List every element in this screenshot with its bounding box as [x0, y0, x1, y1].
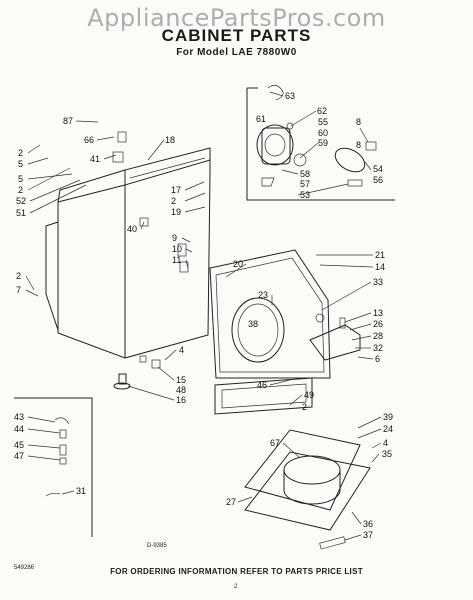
callout-55: 55 [318, 117, 328, 127]
callout-66: 66 [84, 135, 94, 145]
callout-43: 43 [14, 412, 24, 422]
page-number: 2 [234, 584, 238, 590]
callout-8: 8 [356, 117, 361, 127]
callout-51: 51 [16, 208, 26, 218]
document-stamp: 549286 [14, 565, 35, 571]
callout-20: 20 [233, 259, 243, 269]
callout-44: 44 [14, 424, 24, 434]
callout-10: 10 [172, 244, 182, 254]
door-hinge-bracket [309, 313, 361, 361]
callout-49: 49 [304, 390, 314, 400]
callout-27: 27 [226, 497, 236, 507]
callout-16: 16 [176, 395, 186, 405]
hose-inset [14, 397, 93, 537]
callout-5: 5 [18, 174, 23, 184]
callout-17: 17 [171, 185, 181, 195]
callout-60: 60 [318, 128, 328, 138]
callout-18: 18 [165, 135, 175, 145]
callout-8: 8 [356, 140, 361, 150]
callout-62: 62 [317, 106, 327, 116]
leader-lines [25, 91, 382, 541]
ordering-info-footer: FOR ORDERING INFORMATION REFER TO PARTS … [110, 567, 363, 576]
callout-54: 54 [373, 164, 383, 174]
callout-13: 13 [373, 308, 383, 318]
watermark: AppliancePartsPros.com [87, 4, 386, 32]
callout-56: 56 [373, 175, 383, 185]
callout-57: 57 [300, 179, 310, 189]
base-drawer-assembly [244, 429, 371, 550]
callout-87: 87 [63, 116, 73, 126]
callout-11: 11 [172, 255, 181, 265]
callout-2: 2 [302, 402, 307, 412]
callout-40: 40 [127, 224, 137, 234]
callout-24: 24 [383, 424, 393, 434]
callout-5: 5 [18, 159, 23, 169]
callout-67: 67 [270, 438, 280, 448]
callout-36: 36 [363, 519, 373, 529]
callout-37: 37 [363, 530, 373, 540]
callout-35: 35 [382, 449, 392, 459]
model-subtitle: For Model LAE 7880W0 [176, 47, 297, 58]
callout-2: 2 [18, 185, 23, 195]
callout-38: 38 [248, 319, 258, 329]
callout-32: 32 [373, 343, 383, 353]
callout-61: 61 [256, 114, 266, 124]
callout-39: 39 [383, 412, 393, 422]
callout-45: 45 [14, 440, 24, 450]
callout-46: 46 [257, 380, 267, 390]
callout-47: 47 [14, 451, 24, 461]
callout-4: 4 [383, 438, 388, 448]
callout-31: 31 [76, 486, 86, 496]
callout-41: 41 [90, 154, 100, 164]
callout-63: 63 [285, 91, 295, 101]
callout-53: 53 [300, 190, 310, 200]
callout-23: 23 [258, 290, 268, 300]
callout-15: 15 [176, 375, 186, 385]
callout-26: 26 [373, 319, 383, 329]
callout-7: 7 [16, 285, 21, 295]
figure-number: D-9385 [147, 543, 167, 549]
cabinet-body [45, 131, 211, 390]
front-panel [209, 249, 331, 415]
motor-inset [246, 85, 395, 201]
callout-21: 21 [375, 250, 385, 260]
callout-14: 14 [375, 262, 385, 272]
callout-28: 28 [373, 331, 383, 341]
callout-9: 9 [172, 233, 177, 243]
callout-59: 59 [318, 138, 328, 148]
callout-6: 6 [375, 354, 380, 364]
callout-2: 2 [16, 271, 21, 281]
callout-33: 33 [373, 277, 383, 287]
callout-4: 4 [179, 345, 184, 355]
callout-58: 58 [300, 169, 310, 179]
diagram-title: CABINET PARTS [161, 26, 312, 45]
callout-48: 48 [176, 385, 186, 395]
callout-2: 2 [171, 196, 176, 206]
callout-2: 2 [18, 148, 23, 158]
callout-52: 52 [16, 196, 26, 206]
callout-19: 19 [171, 207, 181, 217]
